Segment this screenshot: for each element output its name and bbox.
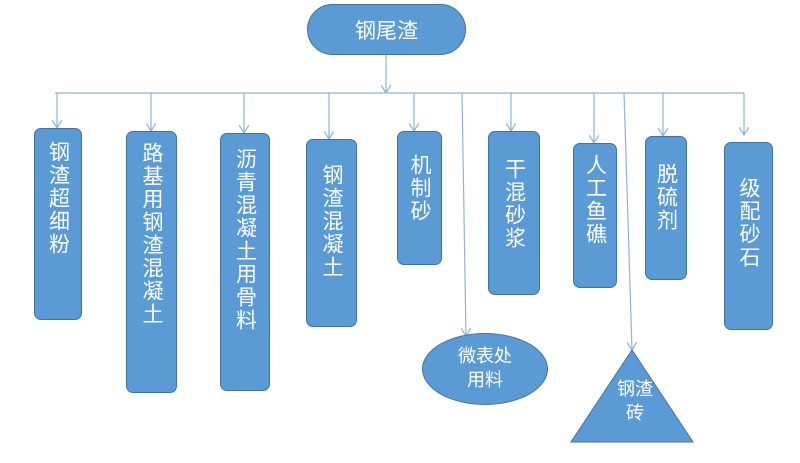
ellipse-label-line2: 用料 [467,370,503,391]
node-manufactured-sand: 机制砂 [397,131,442,265]
node-asphalt-concrete-aggregate: 沥青混凝土用骨料 [220,133,270,391]
node-label: 钢渣混凝土 [320,164,344,279]
node-label: 钢渣超细粉 [46,141,71,256]
root-node-label: 钢尾渣 [355,18,418,43]
node-artificial-reef: 人工鱼礁 [573,143,617,288]
node-steel-slag-concrete: 钢渣混凝土 [306,139,357,327]
node-label: 干混砂浆 [502,158,527,250]
node-label: 人工鱼礁 [583,154,608,246]
triangle-label-line2: 砖 [626,403,644,424]
arrow-to-triangle [623,92,632,350]
node-desulfurizer: 脱硫剂 [645,136,687,280]
node-graded-sand-gravel: 级配砂石 [724,142,773,330]
triangle-node-shape [570,349,694,443]
triangle-label-line1: 钢渣 [617,379,653,400]
node-steel-slag-ultrafine-powder: 钢渣超细粉 [34,128,82,320]
node-dry-mix-mortar: 干混砂浆 [488,131,540,295]
node-label: 路基用钢渣混凝土 [140,142,164,326]
arrow-to-ellipse [462,92,466,336]
node-label: 脱硫剂 [654,163,679,232]
ellipse-label-line1: 微表处 [458,346,512,367]
node-label: 级配砂石 [737,177,761,269]
node-label: 沥青混凝土用骨料 [233,148,258,332]
node-label: 机制砂 [408,154,432,223]
ellipse-node-micro-surfacing: 微表处 用料 [422,333,548,405]
node-roadbed-steel-slag-concrete: 路基用钢渣混凝土 [126,131,177,393]
triangle-node-label: 钢渣 砖 [600,378,670,426]
root-node: 钢尾渣 [307,4,466,55]
